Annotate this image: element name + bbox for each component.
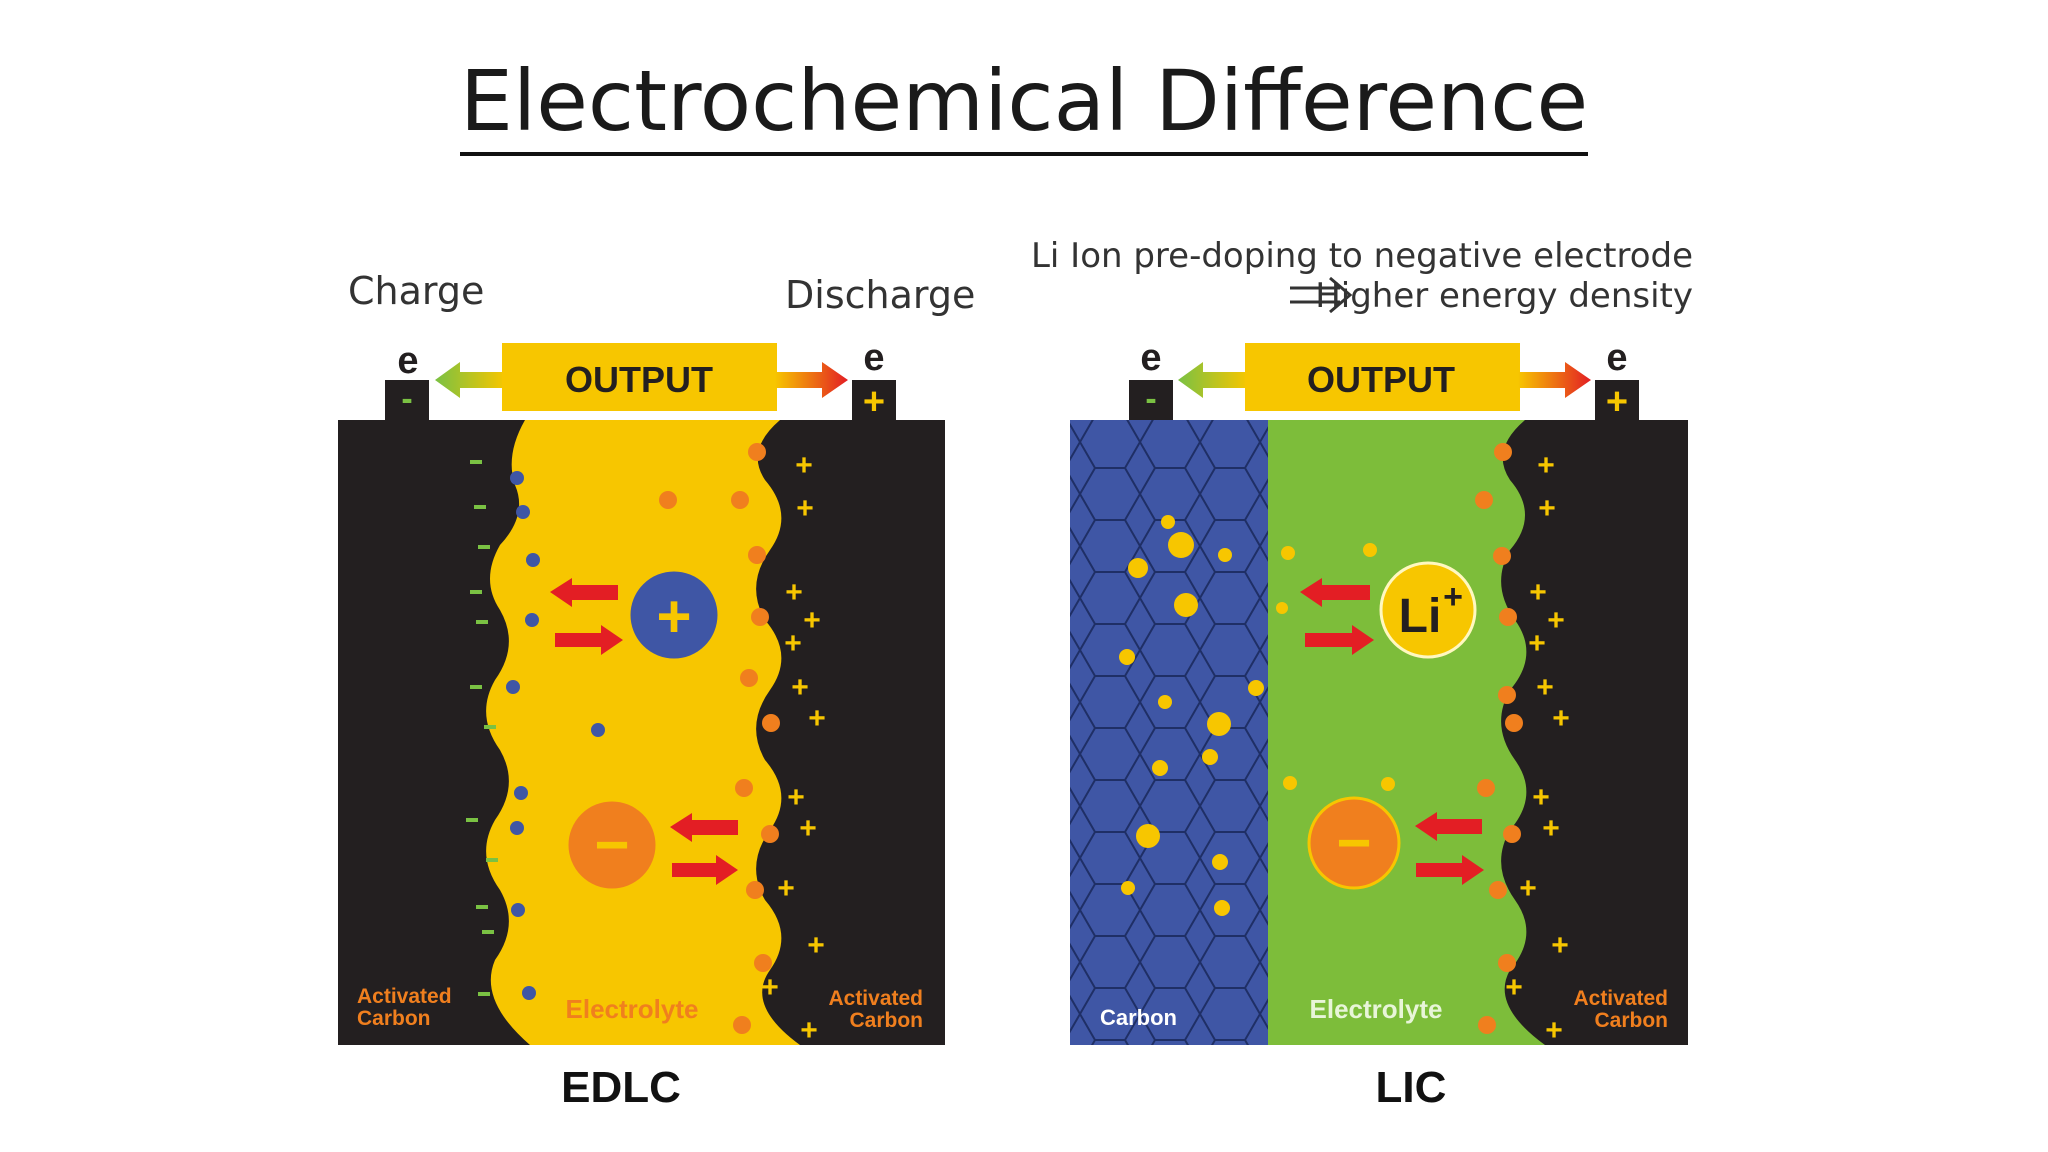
svg-text:+: +	[800, 1014, 818, 1047]
lic-cation-symbol: Li	[1399, 590, 1442, 643]
svg-text:+: +	[787, 781, 805, 814]
lic-output-box	[1245, 343, 1520, 411]
edlc-negative-terminal	[385, 380, 429, 420]
edlc-terminal-e-right: e	[863, 337, 884, 379]
lic-negative-terminal	[1129, 380, 1173, 420]
svg-text:+: +	[799, 812, 817, 845]
lic-arrow-left-icon	[1300, 578, 1370, 607]
lic-anion-symbol: −	[1336, 809, 1371, 876]
edlc-anion	[565, 798, 659, 892]
lic-electrolyte-label: Electrolyte	[1310, 994, 1443, 1024]
lic-terminal-neg: -	[1145, 380, 1156, 418]
svg-text:+: +	[1551, 929, 1569, 962]
svg-text:+: +	[1505, 971, 1523, 1004]
edlc-diagram: Charge Discharge OUTPUT e - e +	[338, 269, 975, 1112]
edlc-cation-symbol: +	[656, 583, 691, 650]
svg-text:+: +	[1532, 781, 1550, 814]
svg-text:+: +	[1552, 702, 1570, 735]
svg-text:+: +	[807, 929, 825, 962]
svg-text:+: +	[1537, 449, 1555, 482]
lic-anion	[1307, 796, 1401, 890]
slide-title-text: Electrochemical Difference	[459, 52, 1589, 156]
edlc-charge-label: Charge	[348, 269, 484, 313]
edlc-arrow-left-icon	[550, 578, 618, 607]
edlc-positive-charges: +++ +++ +++ +++ +	[761, 449, 826, 1047]
edlc-caption: EDLC	[561, 1063, 681, 1112]
lic-diagram: Li Ion pre-doping to negative electrode …	[1031, 236, 1693, 1112]
svg-text:+: +	[1519, 872, 1537, 905]
svg-text:+: +	[808, 702, 826, 735]
edlc-anion-dots	[659, 443, 780, 1034]
edlc-left-arrow-icon	[435, 362, 505, 398]
lic-lithium-dots	[1119, 515, 1264, 916]
lic-terminal-e-left: e	[1140, 337, 1161, 379]
lic-carbon-label: Carbon	[1100, 1005, 1177, 1030]
edlc-arrow-left-2-icon	[670, 813, 738, 842]
svg-text:+: +	[1529, 576, 1547, 609]
edlc-terminal-e-left: e	[397, 340, 418, 382]
lic-cation-superscript: +	[1443, 578, 1463, 616]
lic-left-arrow-icon	[1178, 362, 1248, 398]
edlc-right-label-2: Carbon	[850, 1009, 924, 1032]
double-arrow-icon	[1290, 276, 1353, 314]
lic-arrow-right-2-icon	[1416, 855, 1484, 885]
svg-text:+: +	[791, 671, 809, 704]
edlc-left-label-2: Carbon	[357, 1007, 431, 1030]
lic-lithium-ion	[1379, 561, 1477, 659]
lic-positive-terminal	[1595, 380, 1639, 420]
lic-carbon-electrode	[1070, 420, 1270, 1045]
svg-text:+: +	[1547, 604, 1565, 637]
svg-text:+: +	[785, 576, 803, 609]
edlc-terminal-neg: -	[401, 380, 412, 418]
svg-text:+: +	[784, 627, 802, 660]
edlc-terminal-pos: +	[863, 381, 885, 423]
edlc-arrow-right-icon	[555, 625, 623, 655]
lic-electrolyte-lithium-dots	[1276, 543, 1395, 791]
edlc-output-box	[502, 343, 777, 411]
edlc-right-arrow-icon	[775, 362, 848, 398]
edlc-negative-charges	[466, 460, 498, 996]
edlc-electrolyte-label: Electrolyte	[566, 994, 699, 1024]
lic-arrow-right-icon	[1305, 625, 1374, 655]
edlc-cation	[627, 568, 721, 662]
svg-text:+: +	[761, 971, 779, 1004]
lic-terminal-pos: +	[1606, 381, 1628, 423]
edlc-left-label-1: Activated	[357, 985, 452, 1008]
svg-text:+: +	[1545, 1014, 1563, 1047]
svg-text:+: +	[1542, 812, 1560, 845]
svg-text:+: +	[1536, 671, 1554, 704]
slide-title: Electrochemical Difference	[0, 52, 2048, 156]
lic-output-label: OUTPUT	[1307, 359, 1455, 400]
lic-note-line-2: Higher energy density	[1315, 276, 1693, 316]
svg-text:+: +	[1538, 492, 1556, 525]
edlc-arrow-right-2-icon	[672, 855, 738, 885]
lic-terminal-e-right: e	[1606, 337, 1627, 379]
edlc-anion-symbol: −	[594, 811, 629, 878]
edlc-electrolyte	[486, 420, 800, 1045]
edlc-right-label-1: Activated	[828, 987, 923, 1010]
lic-right-arrow-icon	[1518, 362, 1591, 398]
lic-arrow-left-2-icon	[1415, 812, 1482, 841]
svg-text:+: +	[777, 872, 795, 905]
edlc-discharge-label: Discharge	[785, 273, 975, 317]
edlc-cation-dots	[506, 471, 605, 1000]
svg-text:+: +	[796, 492, 814, 525]
lic-positive-charges: +++ +++ +++ +++ +	[1505, 449, 1570, 1047]
svg-text:+: +	[803, 604, 821, 637]
lic-right-label-1: Activated	[1573, 987, 1668, 1010]
edlc-output-label: OUTPUT	[565, 359, 713, 400]
lic-note-line-1: Li Ion pre-doping to negative electrode	[1031, 236, 1693, 276]
svg-text:+: +	[1528, 627, 1546, 660]
svg-text:+: +	[795, 449, 813, 482]
lic-electrolyte	[1268, 420, 1545, 1045]
lic-caption: LIC	[1376, 1063, 1447, 1112]
lic-right-label-2: Carbon	[1595, 1009, 1669, 1032]
edlc-positive-terminal	[852, 380, 896, 420]
lic-anion-dots	[1475, 443, 1523, 1034]
